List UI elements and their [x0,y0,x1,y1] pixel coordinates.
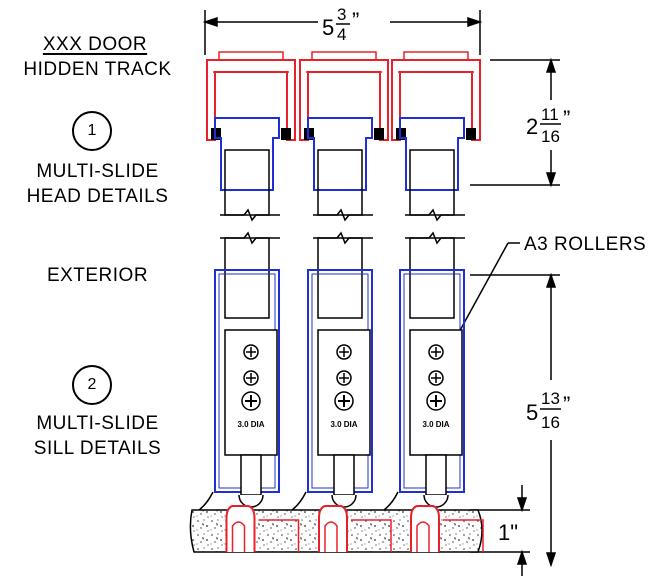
sill-tracks [225,505,484,552]
panel-sill-3 [399,269,465,493]
roller-stem-3 [425,454,447,496]
roller-stem-2 [333,454,355,496]
callout-2-number: 2 [87,376,97,393]
width-dim-whole: 5 [322,15,334,40]
panel-stile-upper-2 [317,149,363,216]
drawing-title: XXX DOOR [42,34,148,55]
roller-dia-label-3: 3.0 DIA [422,420,449,429]
drawing-subtitle: HIDDEN TRACK [23,59,172,80]
break-line-lower-3 [405,231,465,245]
roller-label: A3 ROLLERS [524,234,646,255]
callout-1-number: 1 [87,122,97,139]
panel-head-3 [399,117,465,191]
width-dim-numerator: 3 [337,5,346,24]
gasket-right-3 [466,128,476,140]
break-line-upper-2 [313,208,373,222]
width-dim-denominator: 4 [337,25,346,44]
panel-head-2 [307,117,373,191]
panel-stile-upper-1 [224,149,270,216]
callout-1-line1: MULTI-SLIDE [36,161,159,182]
base-dim-label: 1" [498,520,518,545]
panel-stile-lower-3 [409,237,455,319]
sill-dim-numerator: 13 [541,389,560,408]
gasket-right-1 [281,128,291,140]
callout-1-circle: 1 [72,111,112,151]
sill-track-1 [225,505,256,552]
break-line-upper-3 [405,208,465,222]
break-line-lower-1 [220,231,280,245]
sill-dim-inch-mark: ” [563,392,570,417]
break-line-upper-1 [220,208,280,222]
roller-dia-label-2: 3.0 DIA [330,420,357,429]
panel-head-1 [214,117,280,191]
callout-1-line2: HEAD DETAILS [26,186,169,207]
sill-dim-denominator: 16 [541,413,560,432]
gasket-right-2 [374,128,384,140]
break-line-lower-2 [313,231,373,245]
callout-2-line1: MULTI-SLIDE [36,413,159,434]
panel-stile-lower-2 [317,237,363,319]
head-dim-numerator: 11 [541,105,559,124]
roller-dia-label-1: 3.0 DIA [237,420,264,429]
panel-sill-1 [214,269,280,493]
exterior-label: EXTERIOR [46,265,149,286]
head-dim-denominator: 16 [541,127,560,146]
base-dimension [470,485,530,576]
callout-2-circle: 2 [72,365,112,405]
sill-dim-whole: 5 [526,400,538,425]
panel-stile-lower-1 [224,237,270,319]
width-dim-inch-mark: ” [352,8,359,33]
sill-track-2 [318,505,348,552]
callout-2-line2: SILL DETAILS [33,438,162,459]
panel-stile-upper-3 [409,149,455,216]
sill-track-3 [410,505,440,552]
panel-assemblies: 3.0 DIA 3.0 DIA 3.0 DIA [198,51,481,511]
head-dim-whole: 2 [526,114,538,139]
panel-sill-2 [307,269,373,493]
roller-stem-1 [240,454,262,496]
head-dim-inch-mark: ” [563,106,570,131]
